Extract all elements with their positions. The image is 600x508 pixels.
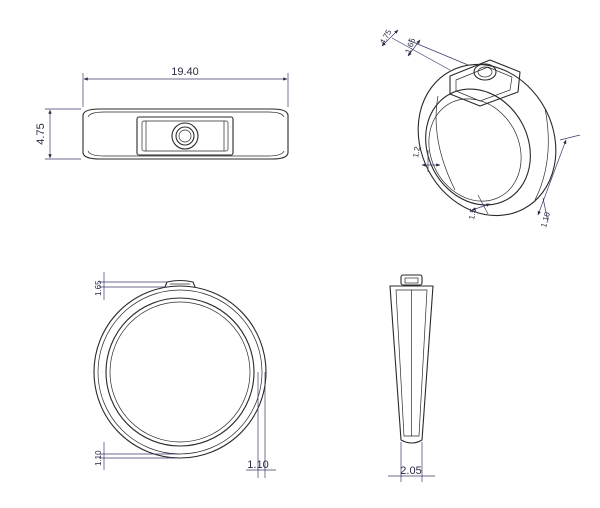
top-width-dimension: 19.40 (171, 66, 199, 78)
top-height-dimension: 4.75 (35, 123, 47, 144)
front-top-dimension: 1.65 (94, 280, 103, 296)
front-view: 1.65 1.10 1.10 (93, 272, 276, 478)
iso-dimension-e: 1.10 (539, 211, 552, 229)
top-view: 19.40 4.75 (35, 66, 289, 160)
side-width-dimension: 2.05 (400, 465, 421, 477)
iso-view: 4.75 1.65 1.2 1.5 1.10 (378, 28, 581, 229)
front-right-dimension: 1.10 (247, 459, 268, 471)
side-view: 2.05 (388, 274, 435, 482)
iso-dimension-d: 1.5 (467, 207, 478, 220)
iso-dimension-b: 1.65 (403, 36, 417, 54)
front-bottom-dimension: 1.10 (94, 450, 103, 466)
iso-dimension-c: 1.2 (411, 145, 422, 158)
